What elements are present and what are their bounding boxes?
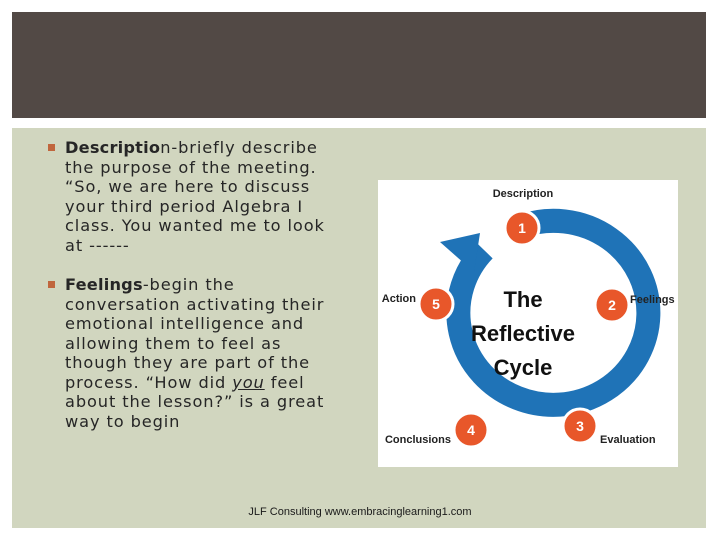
slide-title-bar xyxy=(12,12,706,118)
stage-label-action: Action xyxy=(382,293,417,305)
stage-number-2: 2 xyxy=(608,297,616,313)
stage-node-1 xyxy=(503,209,541,247)
stage-node-2 xyxy=(593,286,631,324)
bullet-text-end: feel about the lesson?” is a great way t… xyxy=(65,372,325,431)
stage-node-3 xyxy=(561,407,599,445)
cycle-arrow-icon xyxy=(440,233,480,272)
center-title-line-2: Reflective xyxy=(471,321,575,346)
bullet-square-icon xyxy=(48,281,55,288)
bullet-feelings: Feelings-begin the conversation activati… xyxy=(48,275,348,431)
bullet-list: Description-briefly describe the purpose… xyxy=(48,138,348,451)
slide-content: Description-briefly describe the purpose… xyxy=(12,128,706,528)
stage-label-description: Description xyxy=(493,188,554,200)
cycle-svg: The Reflective Cycle Description 1 Feeli… xyxy=(382,188,675,449)
bullet-text: -begin the conversation activating their… xyxy=(65,275,325,392)
bullet-emphasis: you xyxy=(232,372,265,392)
stage-label-feelings: Feelings xyxy=(630,294,675,306)
stage-number-3: 3 xyxy=(576,418,584,434)
cycle-ring xyxy=(446,208,661,417)
bullet-term: Feelings xyxy=(65,275,143,294)
center-title-line-1: The xyxy=(503,287,542,312)
bullet-text: n-briefly describe the purpose of the me… xyxy=(65,138,325,255)
stage-label-conclusions: Conclusions xyxy=(385,434,451,446)
stage-node-4 xyxy=(452,411,490,449)
reflective-cycle-diagram: The Reflective Cycle Description 1 Feeli… xyxy=(378,180,678,467)
bullet-term: Descriptio xyxy=(65,138,161,157)
center-title-line-3: Cycle xyxy=(494,355,553,380)
bullet-square-icon xyxy=(48,144,55,151)
stage-number-1: 1 xyxy=(518,220,526,236)
bullet-description: Description-briefly describe the purpose… xyxy=(48,138,348,255)
slide-footer: JLF Consulting www.embracinglearning1.co… xyxy=(248,506,472,518)
stage-number-5: 5 xyxy=(432,296,440,312)
stage-number-4: 4 xyxy=(467,422,475,438)
stage-label-evaluation: Evaluation xyxy=(600,434,656,446)
stage-node-5 xyxy=(417,285,455,323)
